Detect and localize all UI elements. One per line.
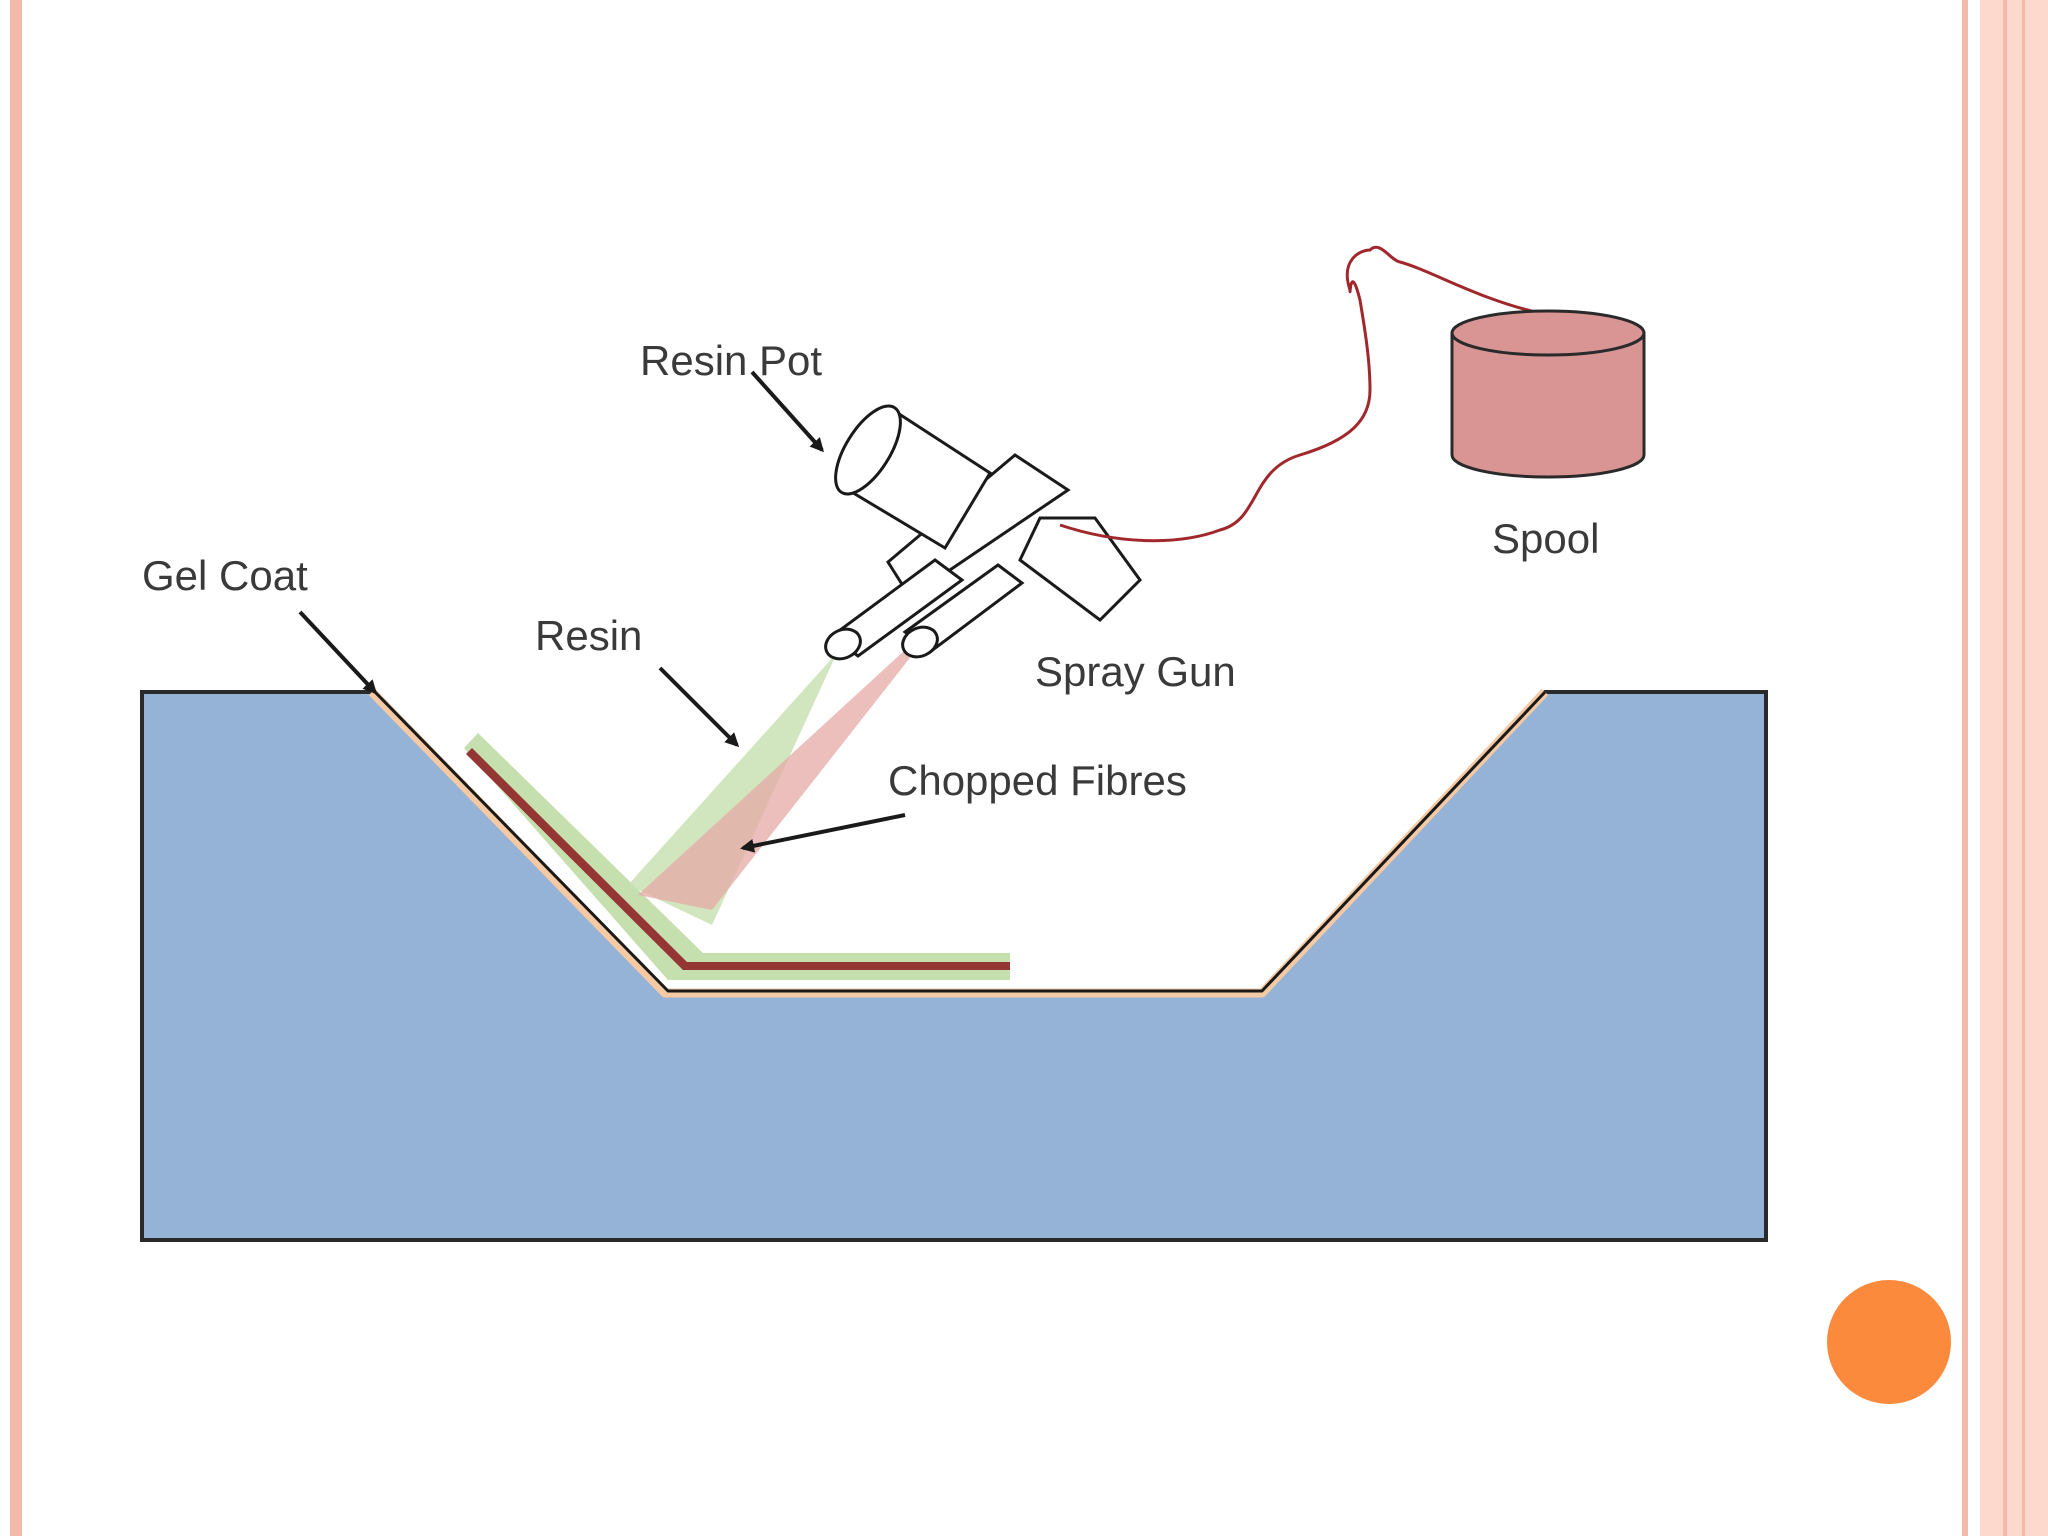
- mould-cavity-outline: [373, 690, 1547, 993]
- slide-frame-right-band: [1980, 0, 2048, 1536]
- arrow-resin: [658, 666, 740, 748]
- label-spool: Spool: [1492, 515, 1599, 562]
- slide-frame-right-line: [2022, 0, 2025, 1536]
- label-gel-coat: Gel Coat: [142, 552, 308, 599]
- spool: [1450, 331, 1646, 479]
- slide-frame-left: [10, 0, 22, 1536]
- fibre-layer: [466, 748, 1010, 970]
- resin-spray: [628, 642, 842, 925]
- slide-frame-right-line: [2003, 0, 2007, 1536]
- resin-pot-lid: [834, 404, 902, 496]
- label-chopped-fibres: Chopped Fibres: [888, 757, 1187, 804]
- label-spray-gun: Spray Gun: [1035, 648, 1236, 695]
- nozzle-tip-resin: [824, 627, 862, 661]
- nozzle-tip-fibre: [901, 625, 939, 659]
- fibre-feed-line: [1059, 245, 1541, 543]
- arrow-resin-pot: [750, 370, 825, 453]
- accent-dot: [1827, 1280, 1951, 1404]
- spray-gun-nozzle-resin: [829, 558, 965, 658]
- arrow-gel-coat: [298, 610, 378, 695]
- label-resin-pot: Resin Pot: [640, 337, 822, 384]
- label-resin: Resin: [535, 612, 642, 659]
- fibre-spray: [638, 645, 920, 910]
- slide-frame-right-inner: [1962, 0, 1968, 1536]
- spray-gun-handle: [1018, 516, 1142, 622]
- spool-top: [1450, 309, 1646, 357]
- arrow-chopped-fibres: [740, 813, 906, 853]
